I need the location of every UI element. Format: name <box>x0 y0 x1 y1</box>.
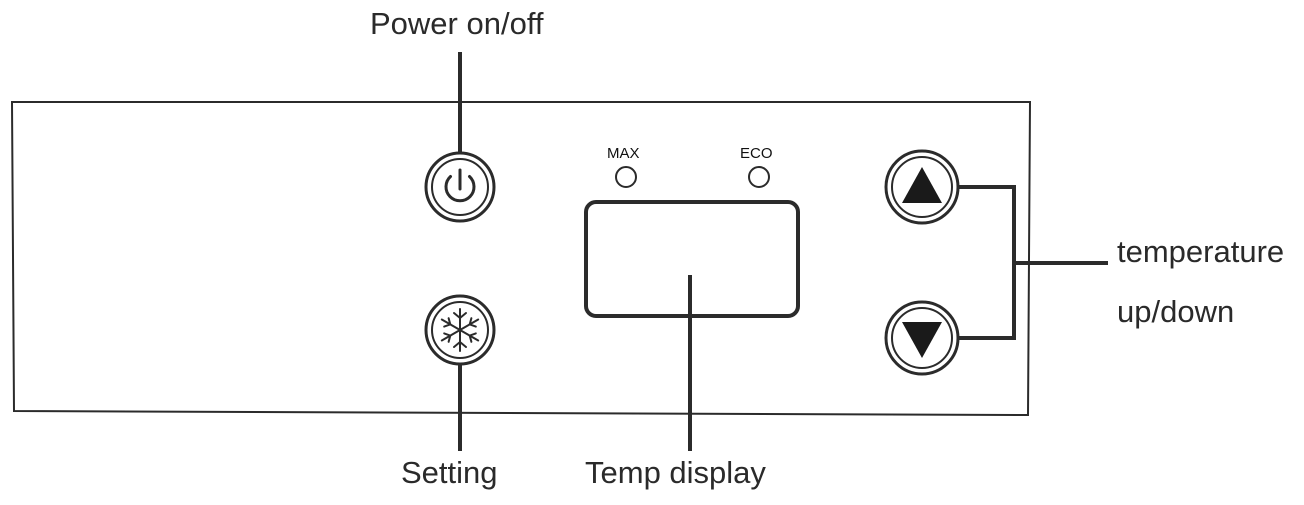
max-indicator-label: MAX <box>607 145 640 162</box>
max-indicator-led <box>615 166 637 188</box>
power-icon <box>444 168 476 203</box>
power-label: Power on/off <box>370 6 544 41</box>
triangle-down-icon <box>902 322 942 358</box>
eco-indicator-led <box>748 166 770 188</box>
temperature-bracket-line <box>958 185 1108 340</box>
setting-label: Setting <box>401 455 498 490</box>
temp-up-button[interactable] <box>884 149 960 225</box>
eco-indicator-label: ECO <box>740 145 773 162</box>
power-button[interactable] <box>424 151 496 223</box>
setting-button[interactable] <box>424 294 496 366</box>
temp-display-label: Temp display <box>585 455 766 490</box>
snowflake-icon <box>440 308 480 352</box>
temperature-label: temperature <box>1117 234 1285 269</box>
temp-down-button[interactable] <box>884 300 960 376</box>
triangle-up-icon <box>902 167 942 203</box>
up-down-label: up/down <box>1117 294 1235 329</box>
panel-outline <box>10 101 1032 417</box>
